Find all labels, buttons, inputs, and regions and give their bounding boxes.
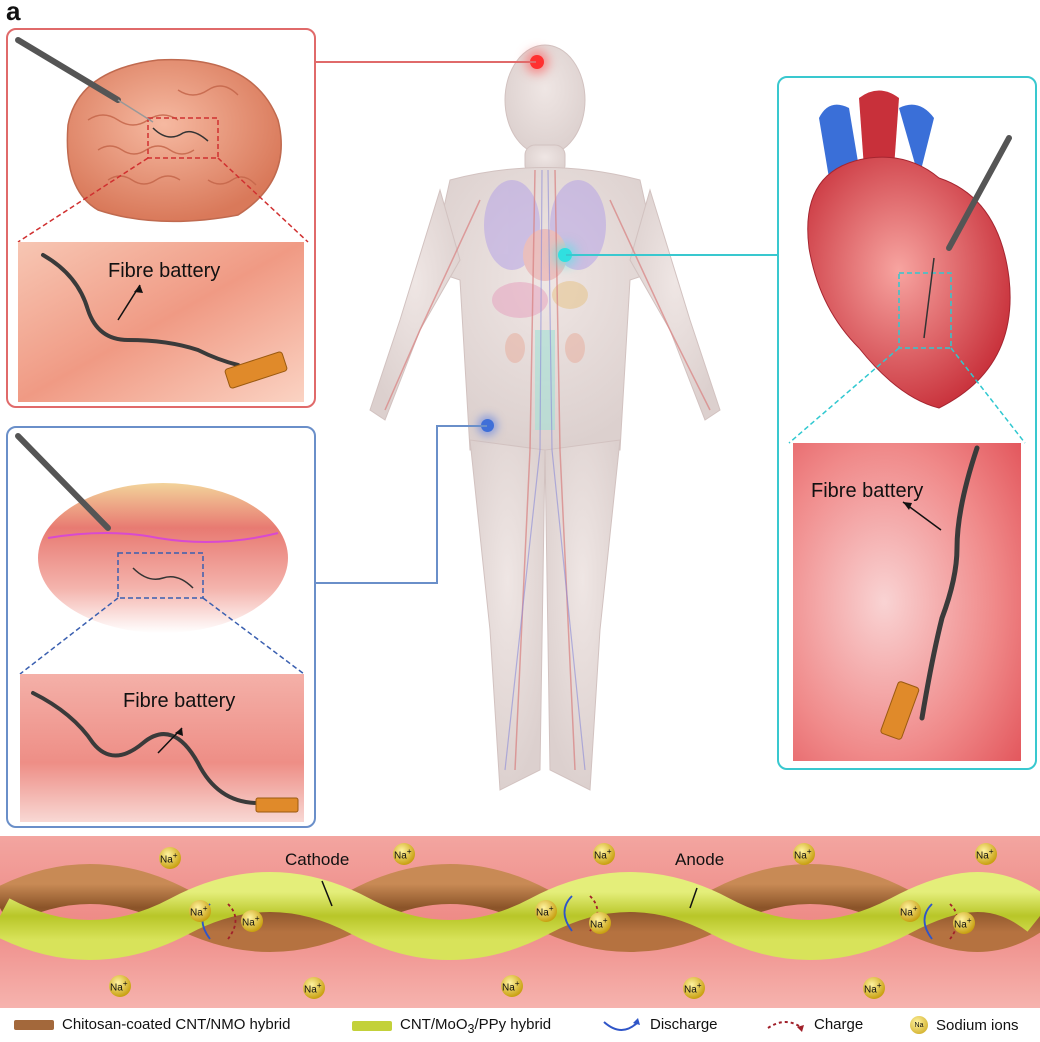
sodium-ion-icon: Na (910, 1016, 928, 1034)
na-ion-label-1: Na+ (160, 850, 178, 866)
heart-illustration (788, 90, 1026, 761)
na-ion-label-6: Na+ (190, 903, 208, 919)
connector-lines (314, 61, 778, 584)
na-ion-label-11: Na+ (954, 915, 972, 931)
brain-marker-dot (530, 55, 544, 69)
na-ion-label-5: Na+ (976, 846, 994, 862)
brain-box: Fibre battery (6, 28, 316, 408)
cathode-label: Cathode (285, 850, 350, 869)
na-ion-label-9: Na+ (590, 915, 608, 931)
na-ion-label-12: Na+ (110, 978, 128, 994)
skin-box: Fibre battery (6, 426, 316, 828)
na-ion-label-14: Na+ (502, 978, 520, 994)
legend-anode: CNT/MoO3/PPy hybrid (352, 1016, 551, 1036)
legend-cathode-label: Chitosan-coated CNT/NMO hybrid (62, 1016, 291, 1033)
skin-illustration (15, 433, 305, 822)
human-body-figure (369, 44, 721, 791)
na-ion-label-3: Na+ (594, 846, 612, 862)
sodium-ion-particles (109, 843, 997, 999)
legend-cathode: Chitosan-coated CNT/NMO hybrid (14, 1016, 290, 1033)
skin-marker-dot (481, 419, 494, 432)
skin-fibre-battery-label: Fibre battery (123, 690, 236, 712)
legend-discharge: Discharge (602, 1016, 718, 1033)
heart-marker-dot (558, 248, 572, 262)
legend-charge-label: Charge (814, 1016, 864, 1033)
legend-discharge-label: Discharge (650, 1016, 718, 1033)
discharge-arrow-icon (603, 1017, 640, 1031)
legend-sodium-label: Sodium ions (936, 1016, 1019, 1034)
brain-fibre-battery-label: Fibre battery (108, 260, 221, 282)
twisted-fibre-battery-diagram (0, 836, 1040, 1008)
heart-box: Fibre battery (777, 76, 1037, 770)
panel-a-label: a (6, 0, 21, 26)
na-ion-label-8: Na+ (536, 903, 554, 919)
na-ion-label-2: Na+ (394, 846, 412, 862)
legend-cathode-swatch (14, 1019, 54, 1030)
brain-illustration (15, 37, 309, 402)
legend-sodium: Na Sodium ions (910, 1016, 1019, 1034)
na-ion-label-16: Na+ (864, 980, 882, 996)
legend: Chitosan-coated CNT/NMO hybrid CNT/MoO3/… (0, 1010, 1040, 1040)
na-ion-label-13: Na+ (304, 980, 322, 996)
na-ion-label-7: Na+ (242, 913, 260, 929)
legend-anode-swatch (352, 1021, 392, 1031)
charge-arrow-icon (767, 1020, 804, 1032)
na-ion-label-15: Na+ (684, 980, 702, 996)
na-ion-label-4: Na+ (794, 846, 812, 862)
na-ion-label-10: Na+ (900, 903, 918, 919)
anode-label: Anode (675, 850, 725, 869)
heart-fibre-battery-label: Fibre battery (811, 480, 924, 502)
legend-charge: Charge (766, 1016, 863, 1033)
legend-anode-label: CNT/MoO3/PPy hybrid (400, 1016, 552, 1036)
